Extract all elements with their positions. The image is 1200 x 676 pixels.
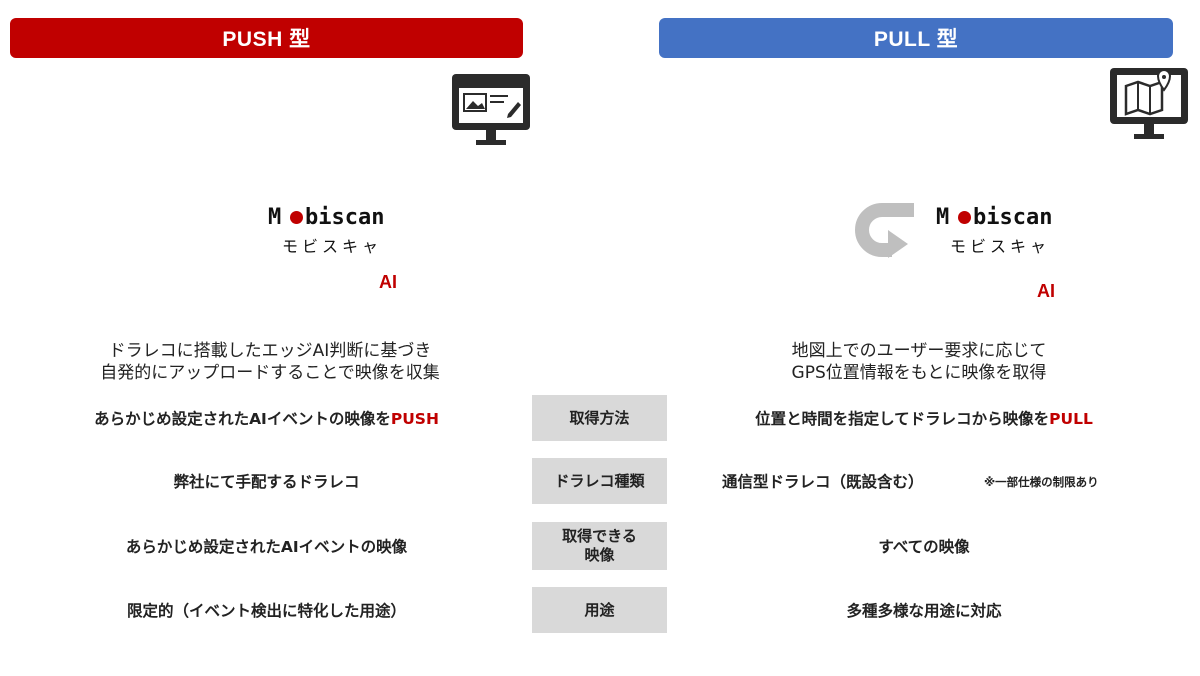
push-method-text: あらかじめ設定されたAIイベントの映像をPUSH [94,410,439,428]
push-desc-line-1: ドラレコに搭載したエッジAI判断に基づき [108,341,432,361]
push-highlight: PUSH [390,410,439,428]
push-banner: PUSH 型 [10,18,523,58]
pull-description: 地図上でのユーザー要求に応じて GPS位置情報をもとに映像を取得 [659,340,1179,384]
label-dashcam-type: ドラレコ種類 [532,458,667,504]
pull-banner: PULL 型 [659,18,1173,58]
push-logo-text: biscan [305,205,385,230]
arrow-icon [855,203,914,258]
push-logo-m: M [268,205,282,230]
push-usage-text: 限定的（イベント検出に特化した用途） [126,602,406,620]
pull-dashcam-note: ※一部仕様の制限あり [984,475,1099,489]
label-usage: 用途 [532,587,667,633]
pull-highlight: PULL [1049,410,1093,428]
pull-logo-text: biscan [973,205,1053,230]
pull-usage-text: 多種多様な用途に対応 [846,602,1002,620]
push-logo-kana: モビスキャ [282,237,383,256]
monitor-web-icon [452,74,530,145]
push-description: ドラレコに搭載したエッジAI判断に基づき 自発的にアップロードすることで映像を収… [10,340,530,384]
pull-method-text: 位置と時間を指定してドラレコから映像をPULL [755,410,1093,428]
label-available-video: 取得できる 映像 [532,522,667,570]
label-method: 取得方法 [532,395,667,441]
push-logo: M biscan モビスキャ [268,205,408,256]
push-video-text: あらかじめ設定されたAIイベントの映像 [125,538,408,556]
push-dashcam-type-text: 弊社にて手配するドラレコ [173,473,360,491]
pull-desc-line-1: 地図上でのユーザー要求に応じて [791,341,1047,361]
pull-logo: M biscan モビスキャ [936,205,1076,256]
push-ai-label: AI [379,272,397,292]
pull-video-text: すべての映像 [878,538,970,556]
pull-logo-kana: モビスキャ [950,237,1051,256]
push-title: PUSH 型 [222,28,311,51]
monitor-map-icon [1110,68,1188,139]
pull-title: PULL 型 [873,28,959,51]
pull-ai-label: AI [1037,281,1055,301]
pull-logo-m: M [936,205,950,230]
pull-logo-red-dot [958,211,971,224]
pull-dashcam-type-text: 通信型ドラレコ（既設含む） [722,473,924,491]
push-logo-red-dot [290,211,303,224]
pull-desc-line-2: GPS位置情報をもとに映像を取得 [791,363,1047,383]
push-desc-line-2: 自発的にアップロードすることで映像を収集 [100,363,440,383]
